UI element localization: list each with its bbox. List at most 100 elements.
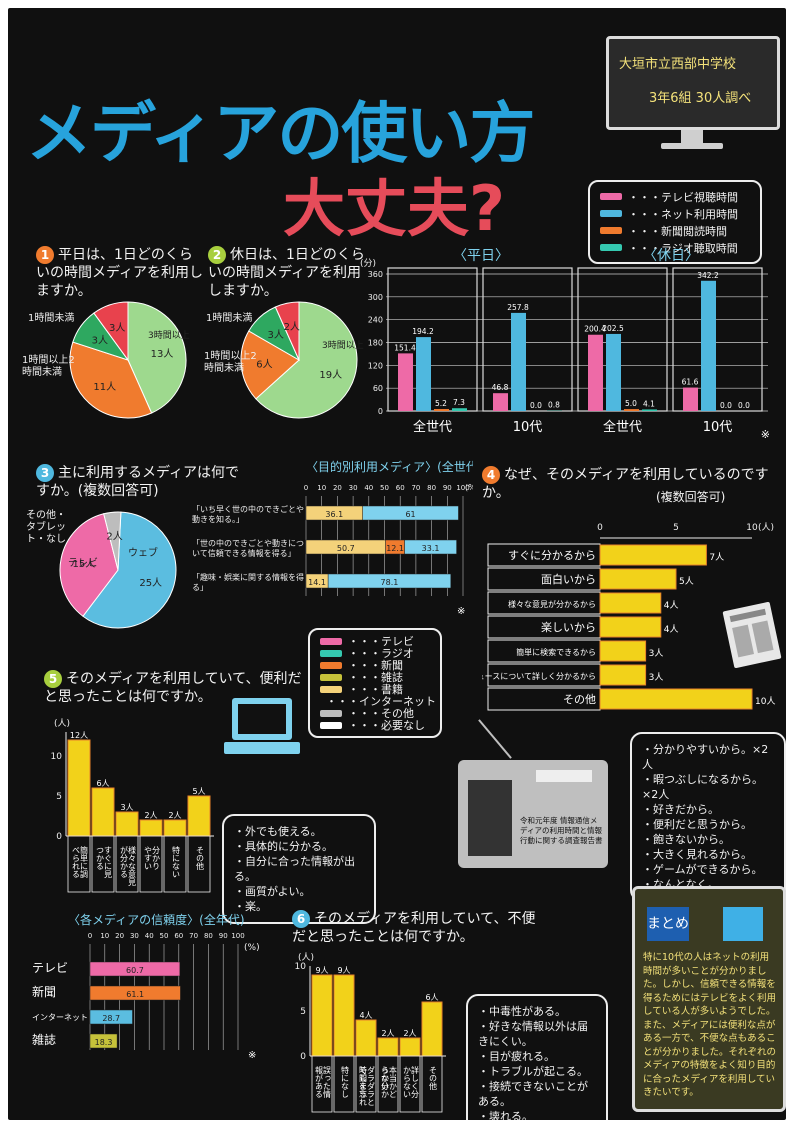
legend-tv: ・・・テレビ視聴時間 (600, 188, 750, 205)
purpose-legend-item: ・・・雑誌 (320, 671, 430, 684)
purpose-legend-item: ・・・インターネット (320, 695, 436, 708)
trust-xtick: 40 (145, 932, 154, 940)
q5-reason-item: ・画質がよい。 (234, 885, 311, 898)
pie-slice (127, 301, 187, 414)
purpose-bar-label: 14.1 (308, 578, 326, 587)
q5-bar (139, 819, 163, 837)
q5-category: その他 (196, 846, 205, 871)
q6-bar (377, 1037, 399, 1057)
q4-category: 簡単に検索できるから (516, 647, 596, 657)
purpose-legend-item: ・・・その他 (320, 707, 430, 720)
legend-paper: ・・・新聞閲読時間 (600, 222, 750, 239)
pie-slice (255, 301, 358, 419)
trust-bar-label: 28.7 (102, 1014, 120, 1023)
q2-label-mid: 1時間以上2時間未満 (204, 351, 257, 374)
usage-panel (387, 267, 478, 412)
q1-label-mid: 1時間以上2時間未満 (22, 355, 75, 378)
pie-slice (93, 301, 129, 362)
purpose-xtick: 70 (411, 484, 420, 492)
purpose-xtick: 50 (380, 484, 389, 492)
usage-group-label: 10代 (513, 420, 543, 435)
purpose-xtick: 100 (456, 484, 469, 492)
trust-bar (89, 1033, 118, 1049)
q6-category: 時間を忘れ (359, 1066, 368, 1106)
purpose-legend-item: ・・・テレビ (320, 635, 430, 648)
usage-ytick: 180 (368, 339, 383, 348)
q6-bar (355, 1019, 377, 1057)
q5-bar (67, 739, 91, 837)
q4-other-item: ・分かりやすいから。×2人 (642, 743, 769, 771)
trust-category: 雑誌 (32, 1032, 56, 1047)
purpose-xtick: 0 (304, 484, 308, 492)
q4-other-item: ・大きく見れるから。 (642, 848, 752, 861)
q6-other-item: ・壊れる。 (478, 1110, 533, 1120)
trust-xtick: 90 (219, 932, 228, 940)
q4-bar-label: 3人 (649, 648, 664, 659)
q4-category: 面白いから (541, 572, 596, 586)
q6-bar-label: 4人 (359, 1011, 372, 1020)
q4-category: 楽しいから (541, 621, 596, 634)
q6-bar-label: 2人 (403, 1029, 416, 1038)
usage-bar-label: 342.2 (697, 271, 719, 280)
q5-reason-item: ・外でも使える。 (234, 825, 322, 838)
purpose-legend-item: ・・・新聞 (320, 659, 430, 672)
q4-note: (複数回答可) (656, 490, 726, 504)
trust-category: インターネット (32, 1013, 88, 1022)
title-line2: 大丈夫? (283, 172, 505, 245)
q6-category: 本当かど (389, 1065, 398, 1098)
q5-category-box (115, 835, 139, 893)
q6-other-item: ・目が疲れる。 (478, 1050, 555, 1063)
monitor-base (661, 143, 723, 149)
purpose-xtick: 10 (317, 484, 326, 492)
trust-bar (89, 961, 181, 977)
q5-bar-label: 5人 (192, 787, 205, 796)
usage-legend: ・・・テレビ視聴時間 ・・・ネット利用時間 ・・・新聞閲読時間 ・・・ラジオ聴取… (588, 180, 762, 264)
q6-others-bubble: ・中毒性がある。・好きな情報以外は届きにくい。・目が疲れる。・トラブルが起こる。… (466, 994, 608, 1120)
q6-category-box (355, 1055, 377, 1113)
q6-bar (399, 1037, 421, 1057)
usage-bar-label: 0.8 (548, 401, 560, 410)
q6-category-box (377, 1055, 399, 1113)
purpose-bar-label: 33.1 (422, 544, 440, 553)
q6-other-item: ・トラブルが起こる。 (478, 1065, 588, 1078)
pie-slice-label: 2人 (284, 321, 300, 333)
trust-bar-label: 18.3 (95, 1038, 113, 1047)
usage-bar (511, 312, 526, 411)
purpose-bar-label: 50.7 (337, 544, 355, 553)
q6-bar (311, 974, 333, 1057)
q6-category-box (333, 1055, 355, 1113)
q4-other-item: ・ゲームができるから。 (642, 863, 763, 876)
trust-xtick: 30 (130, 932, 139, 940)
purpose-bar (404, 539, 457, 555)
q5-badge: 5 (44, 670, 62, 688)
trust-bar-label: 61.1 (126, 990, 144, 999)
poster: メディアの使い方 大丈夫? 大垣市立西部中学校 3年6組 30人調べ ・・・テレ… (8, 8, 786, 1120)
q6-ylabel: (人) (298, 952, 314, 963)
q5-reason-item: ・具体的に分かる。 (234, 840, 333, 853)
q4-bar (599, 616, 662, 638)
pie-slice-label: 3人 (92, 335, 108, 347)
pie-slice-label: 3人 (268, 329, 284, 341)
q6-category-box (421, 1055, 443, 1113)
q4-bar-label: 4人 (664, 600, 679, 611)
usage-bar (434, 409, 449, 411)
q5-bar (187, 795, 211, 837)
usage-bar-label: 7.3 (453, 398, 465, 407)
q6-category: からない (403, 1066, 412, 1098)
usage-asterisk: ※ (761, 428, 770, 441)
usage-bar (624, 409, 639, 411)
pie-slice (59, 513, 119, 617)
q4-xtick: 10 (746, 523, 758, 533)
legend-swatch (320, 709, 342, 717)
q4-bar (599, 688, 753, 710)
q5-bar-label: 2人 (168, 811, 181, 820)
trust-xtick: 100 (231, 932, 244, 940)
purpose-bar (327, 573, 452, 589)
q4-category: ニュースについて詳しく分かるから (482, 671, 596, 681)
q4-other-item: ・好きだから。 (642, 803, 719, 816)
monitor-neck (681, 130, 703, 144)
q4-badge: 4 (482, 466, 500, 484)
q5-ytick: 0 (56, 832, 62, 842)
